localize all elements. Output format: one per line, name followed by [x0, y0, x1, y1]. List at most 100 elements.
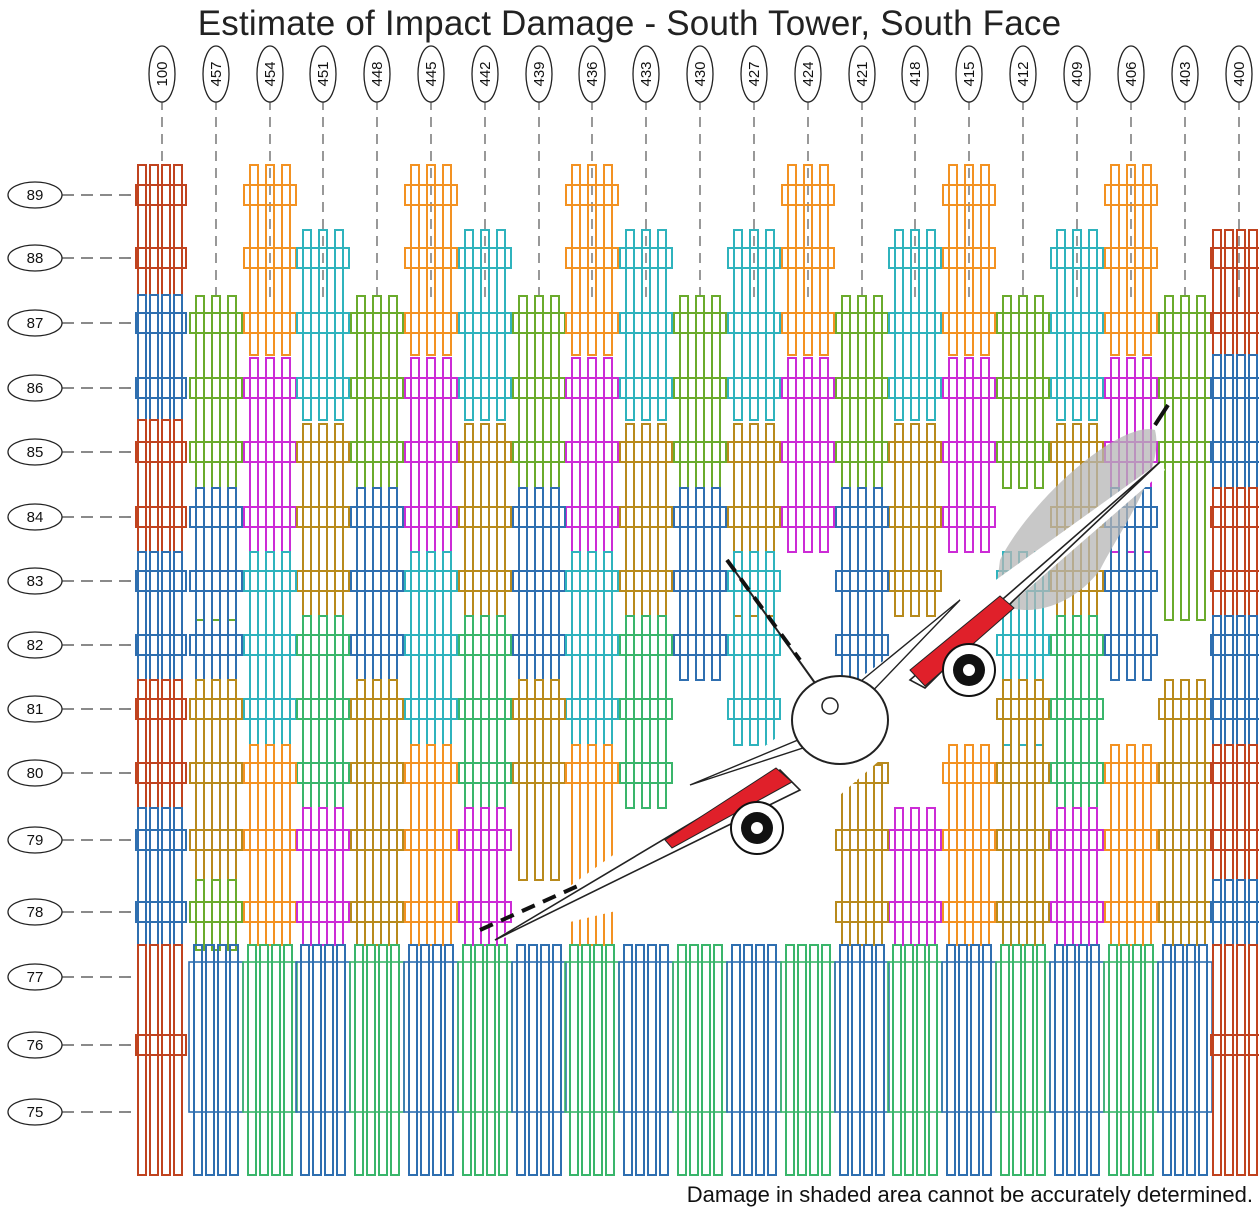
lower-panel: [941, 944, 997, 1176]
column-tube: [1018, 295, 1028, 489]
panel: [458, 807, 512, 946]
floor-label-79: 79: [7, 826, 63, 854]
spandrel: [781, 247, 835, 269]
spandrel: [996, 762, 1050, 784]
column-label-text: 424: [800, 61, 817, 86]
spandrel: [942, 312, 996, 334]
spandrel: [189, 312, 243, 334]
panel: [458, 423, 512, 617]
floor-label-82: 82: [7, 631, 63, 659]
column-label-text: 454: [262, 61, 279, 86]
panel: [781, 357, 835, 553]
spandrel: [942, 829, 996, 851]
column-tube: [372, 295, 382, 489]
column-tube: [765, 551, 775, 746]
spandrel: [1104, 312, 1158, 334]
column-tube: [1180, 679, 1190, 946]
corner-panel: [1210, 487, 1259, 617]
corner-tube: [1248, 879, 1258, 946]
column-tube: [334, 229, 344, 421]
floor-label-text: 75: [27, 1104, 44, 1121]
column-tube: [211, 295, 221, 621]
column-tube: [205, 944, 215, 1176]
column-tube: [334, 807, 344, 946]
floor-label-85: 85: [7, 438, 63, 466]
spandrel: [404, 634, 458, 656]
column-label-448: 448: [363, 45, 391, 103]
column-tube: [334, 615, 344, 809]
corner-tube: [1224, 354, 1234, 489]
panel: [350, 295, 404, 489]
column-bubble: [1063, 45, 1091, 103]
column-tube: [247, 944, 257, 1176]
panel: [458, 615, 512, 809]
spandrel: [457, 961, 513, 1113]
column-label-400: 400: [1225, 45, 1253, 103]
corner-tube: [173, 807, 183, 946]
column-tube: [302, 807, 312, 946]
corner-panel: [1210, 944, 1259, 1176]
column-label-text: 457: [208, 61, 225, 86]
column-tube: [593, 944, 603, 1176]
spandrel: [349, 961, 405, 1113]
panel: [404, 357, 458, 553]
corner-panel: [135, 679, 187, 809]
spandrel: [350, 762, 404, 784]
spandrel: [673, 441, 727, 463]
spandrel: [189, 829, 243, 851]
fuselage: [791, 675, 889, 765]
column-tube: [946, 944, 956, 1176]
column-tube: [356, 487, 366, 681]
spandrel: [1050, 312, 1104, 334]
column-label-445: 445: [417, 45, 445, 103]
spandrel: [1050, 377, 1104, 399]
spandrel: [1104, 377, 1158, 399]
column-tube: [195, 879, 205, 951]
spandrel: [189, 441, 243, 463]
corner-spandrel: [135, 901, 187, 923]
spandrel: [243, 506, 297, 528]
corner-panel: [135, 164, 187, 296]
column-tube: [462, 944, 472, 1176]
spandrel: [458, 762, 512, 784]
column-tube: [733, 551, 743, 746]
engine-core-0: [751, 822, 763, 834]
spandrel: [781, 377, 835, 399]
column-tube: [1142, 744, 1152, 946]
floor-bubble: [7, 898, 63, 926]
column-tube: [857, 295, 867, 489]
column-tube: [1142, 487, 1152, 681]
column-tube: [366, 944, 376, 1176]
column-tube: [964, 357, 974, 553]
spandrel: [404, 901, 458, 923]
spandrel: [296, 377, 350, 399]
spandrel: [458, 570, 512, 592]
column-tube: [677, 944, 687, 1176]
corner-spandrel: [1210, 829, 1259, 851]
spandrel: [512, 762, 566, 784]
column-label-424: 424: [794, 45, 822, 103]
column-tube: [426, 551, 436, 746]
column-tube: [1078, 944, 1088, 1176]
floor-label-text: 78: [27, 904, 44, 921]
column-tube: [587, 551, 597, 746]
spandrel: [296, 570, 350, 592]
floor-label-text: 84: [27, 509, 44, 526]
lower-panel: [1157, 944, 1213, 1176]
column-tube: [970, 944, 980, 1176]
column-tube: [480, 423, 490, 617]
corner-spandrel: [1210, 762, 1259, 784]
spandrel: [1103, 961, 1159, 1113]
corner-tube: [1236, 744, 1246, 881]
corner-spandrel: [1210, 1034, 1259, 1056]
column-tube: [587, 357, 597, 553]
column-tube: [1090, 944, 1100, 1176]
spandrel: [996, 312, 1050, 334]
spandrel: [619, 570, 673, 592]
spandrel: [888, 829, 942, 851]
spandrel: [403, 961, 459, 1113]
tail-dashed: [725, 558, 802, 662]
lower-panel: [564, 944, 620, 1176]
corner-tube: [1212, 354, 1222, 489]
spandrel: [942, 901, 996, 923]
